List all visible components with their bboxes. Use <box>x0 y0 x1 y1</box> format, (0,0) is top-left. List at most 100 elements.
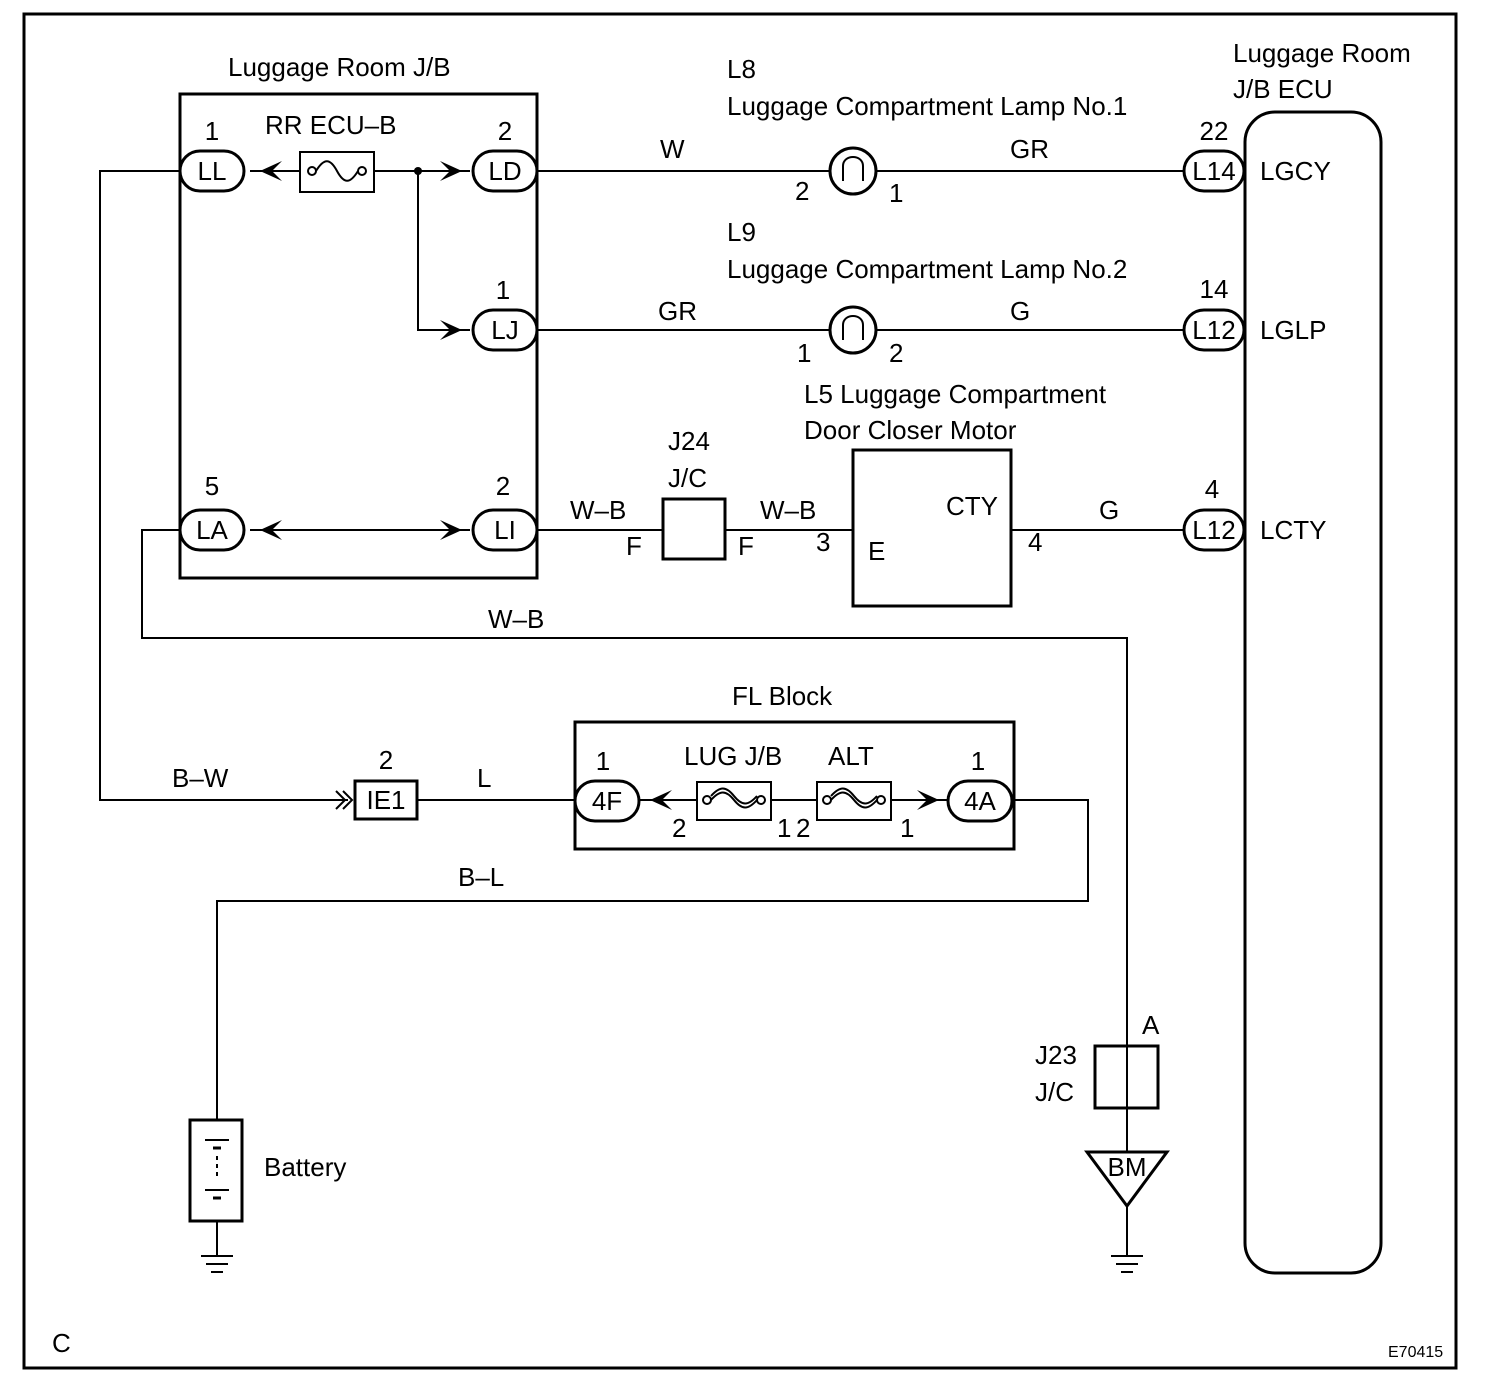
j23-pin: A <box>1142 1010 1160 1040</box>
terminal-4a-code: 4A <box>964 786 996 816</box>
lamp-l8-pin-right: 1 <box>889 178 903 208</box>
wire-bl-run: B–L <box>216 799 1089 1120</box>
ecu-pin-number: 14 <box>1200 274 1229 304</box>
terminal-la-code: LA <box>196 515 228 545</box>
lamp-l8-id: L8 <box>727 54 756 84</box>
ecu-pin-name: LGCY <box>1260 156 1331 186</box>
connector-arrow <box>650 790 672 810</box>
wire-label-wb: W–B <box>570 495 626 525</box>
fl-block-box <box>573 720 1016 851</box>
wire-label-bw: B–W <box>172 763 229 793</box>
fl-pin: 1 <box>900 813 914 843</box>
fuse-rr-ecu-b <box>299 151 375 193</box>
terminal-li-pin: 2 <box>496 471 510 501</box>
wire-label-gr: GR <box>1010 134 1049 164</box>
fuse-rr-ecu-b-label: RR ECU–B <box>265 110 396 140</box>
lamp-l9-id: L9 <box>727 217 756 247</box>
connector-arrow <box>440 520 462 540</box>
connector-arrow <box>440 320 462 340</box>
figure-code: E70415 <box>1388 1344 1443 1361</box>
frame <box>22 12 1458 1370</box>
ground-point-icon <box>1084 1150 1170 1209</box>
wire-bw-run: B–W <box>99 170 354 810</box>
ecu-box <box>1243 110 1383 1275</box>
connector-arrow <box>260 161 282 181</box>
ground-icon <box>1111 1255 1143 1273</box>
j24-pin-left: F <box>626 531 642 561</box>
lamp-l9: L9 Luggage Compartment Lamp No.2 GR G 1 … <box>537 217 1184 368</box>
ecu-pin-number: 4 <box>1205 474 1219 504</box>
luggage-room-jb-ecu: Luggage Room J/B ECU L14 22 LGCY L12 14 … <box>1182 38 1411 1275</box>
ie1-code: IE1 <box>366 785 405 815</box>
fl-block: FL Block LUG J/B ALT 4F 1 <box>573 681 1016 851</box>
lamp-l8: L8 Luggage Compartment Lamp No.1 W GR 2 … <box>537 54 1184 208</box>
terminal-ll-pin: 1 <box>205 116 219 146</box>
fl-pin: 1 <box>777 813 791 843</box>
fuse-lug-jb-label: LUG J/B <box>684 741 782 771</box>
connector-arrow <box>917 790 939 810</box>
j24-id: J24 <box>668 426 710 456</box>
terminal-ld-pin: 2 <box>498 116 512 146</box>
battery: Battery <box>188 1118 346 1273</box>
luggage-room-jb: Luggage Room J/B RR ECU–B LL 1 LD 2 <box>178 52 539 580</box>
terminal-la-pin: 5 <box>205 471 219 501</box>
j23-id: J23 <box>1035 1040 1077 1070</box>
lamp-l8-pin-left: 2 <box>795 176 809 206</box>
wire-label-w: W <box>660 134 685 164</box>
wire-label-wb: W–B <box>760 495 816 525</box>
wire-label-g: G <box>1010 296 1030 326</box>
ecu-pin-l12 <box>1182 308 1246 352</box>
fusible-link-alt-icon <box>816 781 892 821</box>
connector-ie1: IE1 2 L <box>353 745 575 821</box>
fl-pin: 2 <box>672 813 686 843</box>
terminal-lj-pin: 1 <box>496 275 510 305</box>
ground-wire-wb: W–B <box>141 529 1128 1046</box>
lamp-l8-name: Luggage Compartment Lamp No.1 <box>727 91 1127 121</box>
j24-pin-right: F <box>738 531 754 561</box>
ecu-title-line2: J/B ECU <box>1233 74 1333 104</box>
connector-arrow <box>440 161 462 181</box>
wire-label-gr: GR <box>658 296 697 326</box>
fl-pin: 2 <box>796 813 810 843</box>
ecu-pin-code: L14 <box>1192 156 1235 186</box>
ecu-pin-name: LGLP <box>1260 315 1327 345</box>
terminal-li-code: LI <box>494 515 516 545</box>
motor-pin-right: 4 <box>1028 527 1042 557</box>
corner-letter: C <box>52 1328 71 1358</box>
wire-label-wb: W–B <box>488 604 544 634</box>
ecu-pin-l14 <box>1182 149 1246 193</box>
wire-label-g: G <box>1099 495 1119 525</box>
terminal-4f-code: 4F <box>592 786 622 816</box>
ground-icon <box>201 1255 233 1273</box>
motor-terminal-cty: CTY <box>946 491 998 521</box>
wire-label-l: L <box>477 763 491 793</box>
terminal-4a-pin: 1 <box>971 746 985 776</box>
ecu-pin-code: L12 <box>1192 515 1235 545</box>
battery-icon <box>188 1118 244 1223</box>
ecu-pin-code: L12 <box>1192 315 1235 345</box>
motor-title-line2: Door Closer Motor <box>804 415 1017 445</box>
ie1-pin: 2 <box>379 745 393 775</box>
motor-title-line1: L5 Luggage Compartment <box>804 379 1107 409</box>
j24-junction: J24 J/C W–B W–B F F <box>537 426 853 561</box>
ecu-title-line1: Luggage Room <box>1233 38 1411 68</box>
terminal-ld-code: LD <box>488 156 521 186</box>
lamp-bulb-icon <box>828 305 878 355</box>
jb-title: Luggage Room J/B <box>228 52 451 82</box>
fuse-alt-label: ALT <box>828 741 874 771</box>
terminal-4f <box>573 779 641 823</box>
battery-label: Battery <box>264 1152 346 1182</box>
lamp-l9-pin-left: 1 <box>797 338 811 368</box>
j24-type: J/C <box>668 463 707 493</box>
connector-arrow <box>260 520 282 540</box>
motor-terminal-e: E <box>868 536 885 566</box>
j23-type: J/C <box>1035 1077 1074 1107</box>
motor-box <box>851 448 1013 608</box>
terminal-4f-pin: 1 <box>596 746 610 776</box>
ecu-pin-number: 22 <box>1200 116 1229 146</box>
ecu-pin-l12 <box>1182 508 1246 552</box>
lamp-bulb-icon <box>828 146 878 196</box>
j24-box <box>661 497 727 561</box>
fusible-link-lug-jb-icon <box>696 781 772 821</box>
